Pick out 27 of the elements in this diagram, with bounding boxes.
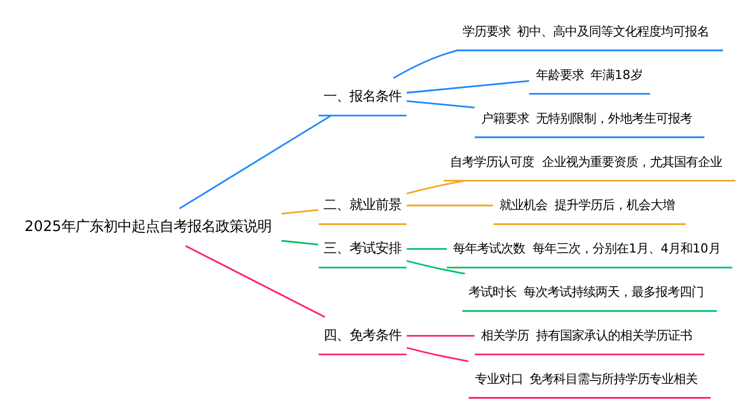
node-text: 三、考试安排 xyxy=(324,240,402,256)
node-text: 学历要求 初中、高中及同等文化程度均可报名 xyxy=(462,22,710,38)
node-text: 户籍要求 无特别限制，外地考生可报考 xyxy=(481,110,692,125)
node-text: 就业机会 提升学历后，机会大增 xyxy=(500,196,674,212)
node-text: 四、免考条件 xyxy=(324,328,402,343)
node-text: 相关学历 持有国家承认的相关学历证书 xyxy=(481,327,692,342)
node-text: 每年考试次数 每年三次，分别在1月、4月和10月 xyxy=(453,240,720,256)
node-text: 考试时长 每次考试持续两天，最多报考四门 xyxy=(468,284,704,299)
connector xyxy=(406,100,475,108)
connector xyxy=(406,334,475,336)
connector xyxy=(179,114,332,209)
connector xyxy=(406,260,465,274)
node-text: 二、就业前景 xyxy=(324,198,402,213)
connector xyxy=(406,346,468,362)
node-text: 自考学历认可度 企业视为重要资质，尤其国有企业 xyxy=(450,153,722,168)
node-text: 2025年广东初中起点自考报名政策说明 xyxy=(24,218,272,235)
connector xyxy=(406,248,447,250)
connector xyxy=(406,80,530,94)
connector xyxy=(406,179,465,194)
connector xyxy=(406,204,493,206)
node-text: 专业对口 免考科目需与所持学历专业相关 xyxy=(474,370,698,386)
connector xyxy=(393,49,458,78)
connector xyxy=(185,244,326,318)
connector xyxy=(281,208,318,214)
node-text: 年龄要求 年满18岁 xyxy=(536,66,642,82)
connector xyxy=(281,239,318,245)
node-text: 一、报名条件 xyxy=(324,88,402,104)
